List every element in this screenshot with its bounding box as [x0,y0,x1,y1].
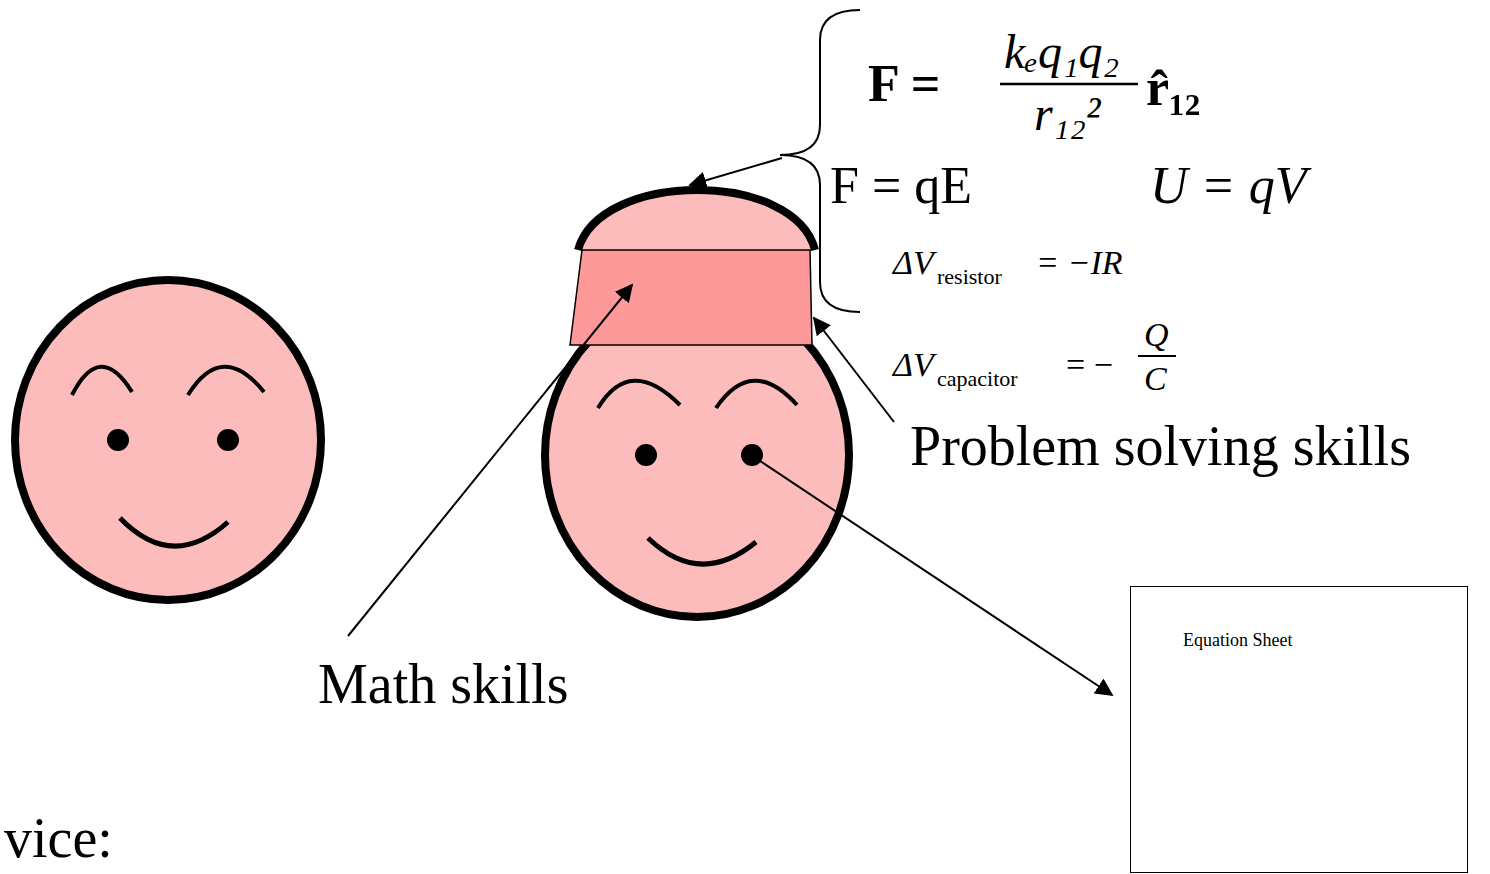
leader-line [348,285,632,636]
equation-text: C [1144,362,1167,396]
equation-text: r̂₁₂ [1146,62,1200,114]
equation-text: F = qE [830,160,972,212]
plain-face [15,280,321,600]
equation-text: ΔV [893,246,934,280]
equation-text: ΔV [893,348,934,382]
heading-fragment: vice: [4,810,113,866]
fraction-bar [1000,83,1138,86]
equation-text: = − [1066,348,1113,382]
leader-line [754,457,1112,695]
equation-sheet-box: Equation Sheet [1130,586,1468,873]
equation-text: = −IR [1036,246,1122,280]
leader-line [690,158,782,185]
thinking-cap [570,190,815,345]
equation-text: r₁₂² [1034,90,1100,138]
fraction-bar [1138,355,1176,357]
callout-label: Problem solving skills [910,418,1411,474]
equation-text: Q [1144,318,1169,352]
leader-line [814,318,894,422]
callout-label: Math skills [318,656,568,712]
equation-text: F = [868,58,940,110]
equation-subscript: resistor [937,266,1002,288]
equation-subscript: capacitor [937,368,1018,390]
equation-text: kₑq₁q₂ [1004,28,1119,76]
box-title: Equation Sheet [1183,631,1467,649]
equation-text: U = qV [1150,160,1306,212]
